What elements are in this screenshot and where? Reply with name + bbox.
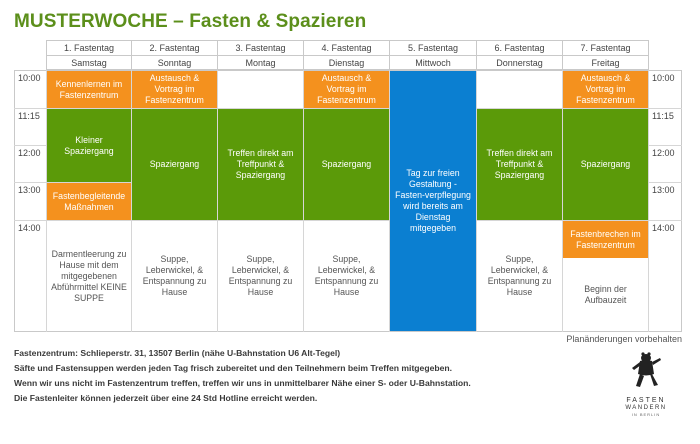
event-spaziergang: Spaziergang bbox=[304, 109, 389, 220]
event-fastenbrechen: Fastenbrechen im Fastenzentrum bbox=[563, 221, 648, 258]
event-suppe-entspannung: Suppe, Leberwickel, & Entspannung zu Hau… bbox=[304, 221, 389, 331]
col-divider bbox=[131, 70, 132, 332]
event-spaziergang: Spaziergang bbox=[132, 109, 217, 220]
time-label: 10:00 bbox=[18, 73, 41, 83]
event-suppe-entspannung: Suppe, Leberwickel, & Entspannung zu Hau… bbox=[218, 221, 303, 331]
day-header-name: Montag bbox=[217, 55, 304, 70]
event-kleiner-spaziergang: Kleiner Spaziergang bbox=[47, 109, 131, 182]
day-header-name: Sonntag bbox=[131, 55, 218, 70]
time-label: 11:15 bbox=[652, 111, 674, 121]
schedule-grid bbox=[14, 70, 682, 332]
col-divider bbox=[389, 70, 390, 332]
time-label: 11:15 bbox=[18, 111, 40, 121]
footer-line: Wenn wir uns nicht im Fastenzentrum tref… bbox=[14, 378, 471, 388]
time-label: 14:00 bbox=[652, 223, 675, 233]
event-austausch-vortrag: Austausch & Vortrag im Fastenzentrum bbox=[563, 71, 648, 108]
day-header-num: 5. Fastentag bbox=[389, 40, 477, 56]
page-title: MUSTERWOCHE – Fasten & Spazieren bbox=[14, 11, 367, 32]
footer-line: Säfte und Fastensuppen werden jeden Tag … bbox=[14, 363, 453, 373]
event-austausch-vortrag: Austausch & Vortrag im Fastenzentrum bbox=[304, 71, 389, 108]
logo-text-3: IN BERLIN bbox=[631, 412, 661, 417]
time-label: 14:00 bbox=[18, 223, 41, 233]
event-treffen-spaziergang: Treffen direkt am Treffpunkt & Spazierga… bbox=[218, 109, 303, 220]
day-header-num: 3. Fastentag bbox=[217, 40, 304, 56]
event-suppe-entspannung: Suppe, Leberwickel, & Entspannung zu Hau… bbox=[477, 221, 562, 331]
day-header-name: Donnerstag bbox=[476, 55, 563, 70]
event-spaziergang: Spaziergang bbox=[563, 109, 648, 220]
footer-line: Die Fastenleiter können jederzeit über e… bbox=[14, 393, 318, 403]
col-divider bbox=[46, 70, 47, 332]
day-header-name: Mittwoch bbox=[389, 55, 477, 70]
event-treffen-spaziergang: Treffen direkt am Treffpunkt & Spazierga… bbox=[477, 109, 562, 220]
event-darmentleerung: Darmentleerung zu Hause mit dem mitgegeb… bbox=[47, 221, 131, 331]
time-label: 12:00 bbox=[18, 148, 41, 158]
event-freie-gestaltung: Tag zur freien Gestaltung - Fasten-verpf… bbox=[390, 71, 476, 331]
event-fastenbegleitende-massnahmen: Fastenbegleitende Maßnahmen bbox=[47, 183, 131, 220]
day-header-num: 6. Fastentag bbox=[476, 40, 563, 56]
day-header-name: Freitag bbox=[562, 55, 649, 70]
time-label: 13:00 bbox=[18, 185, 41, 195]
bear-icon bbox=[632, 352, 661, 387]
day-header-num: 4. Fastentag bbox=[303, 40, 390, 56]
time-label: 12:00 bbox=[652, 148, 675, 158]
day-header-num: 2. Fastentag bbox=[131, 40, 218, 56]
row-divider bbox=[14, 108, 682, 109]
day-header-num: 7. Fastentag bbox=[562, 40, 649, 56]
footer-address: Fastenzentrum: Schlieperstr. 31, 13507 B… bbox=[14, 348, 341, 358]
day-header-name: Dienstag bbox=[303, 55, 390, 70]
event-austausch-vortrag: Austausch & Vortrag im Fastenzentrum bbox=[132, 71, 217, 108]
event-kennenlernen: Kennenlernen im Fastenzentrum bbox=[47, 71, 131, 108]
col-divider bbox=[476, 70, 477, 332]
changes-note: Planänderungen vorbehalten bbox=[566, 334, 682, 344]
col-divider bbox=[648, 70, 649, 332]
day-header-num: 1. Fastentag bbox=[46, 40, 132, 56]
col-divider bbox=[562, 70, 563, 332]
fastenwandern-logo: FASTEN WANDERN IN BERLIN bbox=[616, 348, 676, 418]
day-header-name: Samstag bbox=[46, 55, 132, 70]
logo-text-2: WANDERN bbox=[625, 405, 667, 411]
col-divider bbox=[217, 70, 218, 332]
logo-text-1: FASTEN bbox=[626, 397, 666, 404]
time-label: 13:00 bbox=[652, 185, 675, 195]
row-divider bbox=[14, 220, 682, 221]
time-label: 10:00 bbox=[652, 73, 675, 83]
event-aufbauzeit: Beginn der Aufbauzeit bbox=[563, 259, 648, 331]
event-suppe-entspannung: Suppe, Leberwickel, & Entspannung zu Hau… bbox=[132, 221, 217, 331]
col-divider bbox=[303, 70, 304, 332]
